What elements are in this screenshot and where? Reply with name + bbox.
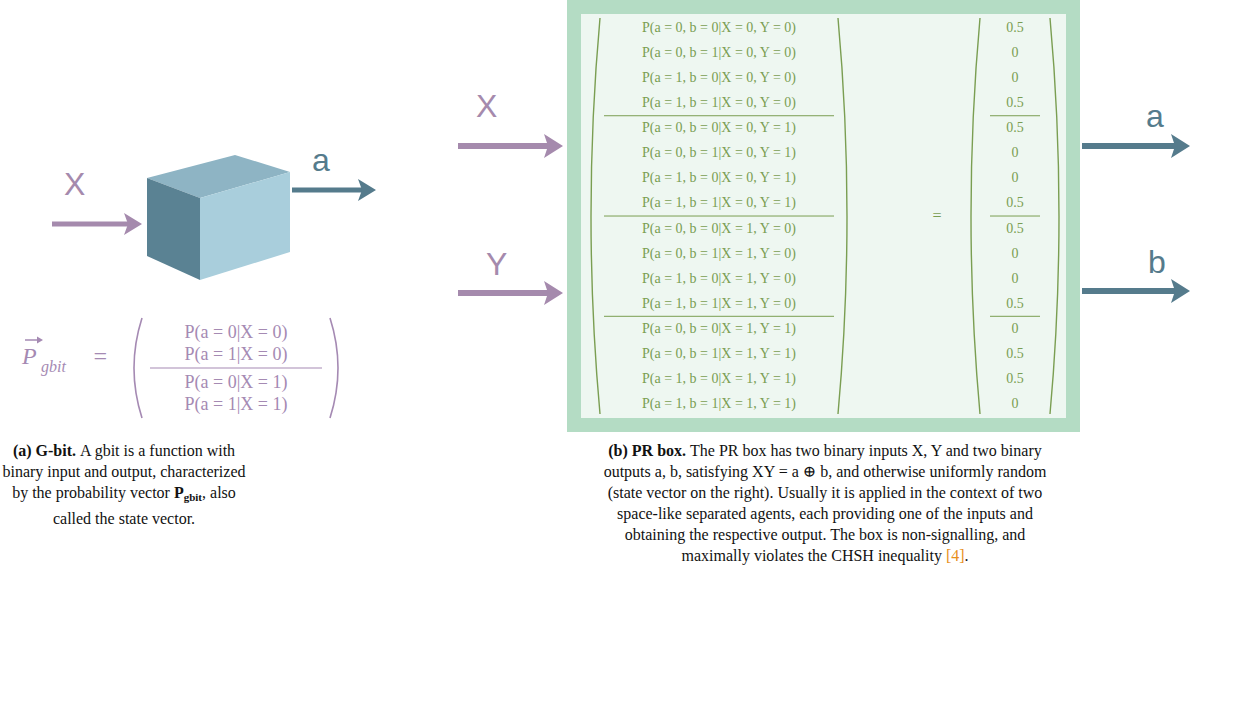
pr-box: P(a = 0, b = 0|X = 0, Y = 0) P(a = 0, b =… (567, 0, 1080, 432)
bracket (1050, 18, 1059, 414)
probability-value: 0.5 (985, 119, 1045, 137)
vector-subscript: gbit (41, 358, 66, 376)
equals-sign: = (92, 342, 108, 370)
matrix-cell: P(a = 1, b = 1|X = 1, Y = 1) (603, 395, 835, 413)
separator (604, 115, 834, 116)
separator (990, 316, 1040, 317)
separator (150, 367, 322, 368)
output-arrow (1082, 143, 1175, 149)
bracket (330, 318, 338, 418)
input-arrow (458, 290, 548, 296)
caption-text: . (965, 547, 969, 564)
bracket (591, 18, 600, 414)
separator (990, 216, 1040, 217)
probability-value: 0.5 (985, 19, 1045, 37)
caption-block: (a) G-bit.A gbit is a function with bina… (2, 440, 246, 529)
input-label: X (64, 166, 85, 202)
arrow-head (358, 179, 376, 201)
matrix-cell: P(a = 0, b = 0|X = 0, Y = 1) (603, 119, 835, 137)
matrix-cell: P(a = 0, b = 1|X = 0, Y = 1) (603, 144, 835, 162)
probability-value: 0.5 (985, 295, 1045, 313)
matrix-cell: P(a = 1, b = 0|X = 1, Y = 0) (603, 270, 835, 288)
probability-value: 0.5 (985, 220, 1045, 238)
matrix-cell: P(a = 1, b = 1|X = 1, Y = 0) (603, 295, 835, 313)
matrix-cell: P(a = 0, b = 0|X = 1, Y = 1) (603, 320, 835, 338)
vector-entry: P(a = 1|X = 0) (143, 344, 329, 364)
vector-symbol: P (22, 342, 37, 370)
caption-heading: (b) PR box. (608, 442, 686, 459)
matrix-cell: P(a = 1, b = 1|X = 0, Y = 0) (603, 94, 835, 112)
arrow-head (1171, 279, 1190, 303)
matrix-cell: P(a = 0, b = 1|X = 1, Y = 0) (603, 245, 835, 263)
bracket (971, 18, 980, 414)
probability-value: 0 (985, 44, 1045, 62)
vector-entry: P(a = 1|X = 1) (143, 394, 329, 414)
output-arrow (292, 188, 362, 193)
vector-arrow-head (37, 337, 43, 344)
separator (990, 115, 1040, 116)
arrow-head (124, 213, 142, 235)
bracket (838, 18, 847, 414)
arrow-head (1171, 134, 1190, 158)
vector-entry: P(a = 0|X = 0) (143, 322, 329, 342)
input-arrow (52, 222, 128, 227)
output-label: a (312, 142, 330, 178)
probability-value: 0 (985, 69, 1045, 87)
caption-block: (b) PR box.The PR box has two binary inp… (590, 440, 1060, 566)
matrix-cell: P(a = 0, b = 1|X = 0, Y = 0) (603, 44, 835, 62)
matrix-cell: P(a = 0, b = 0|X = 0, Y = 0) (603, 19, 835, 37)
output-arrow (1082, 288, 1175, 294)
input-arrow (458, 143, 548, 149)
probability-value: 0 (985, 270, 1045, 288)
separator (604, 316, 834, 317)
input-label: Y (486, 246, 507, 282)
caption-symbol: P (174, 484, 184, 501)
probability-value: 0 (985, 245, 1045, 263)
arrow-head (544, 281, 563, 305)
caption-heading: (a) G-bit. (13, 442, 76, 459)
citation-ref: [4] (946, 547, 965, 564)
output-label: a (1146, 98, 1164, 134)
probability-value: 0 (985, 169, 1045, 187)
equals-sign: = (925, 206, 949, 226)
matrix-cell: P(a = 0, b = 0|X = 1, Y = 0) (603, 220, 835, 238)
probability-value: 0.5 (985, 194, 1045, 212)
matrix-bracket-group (591, 18, 1059, 414)
caption-subscript: gbit (184, 491, 202, 503)
arrow-head (544, 134, 563, 158)
probability-value: 0 (985, 320, 1045, 338)
output-label: b (1148, 244, 1166, 280)
separator (604, 216, 834, 217)
input-label: X (476, 88, 497, 124)
probability-value: 0.5 (985, 94, 1045, 112)
matrix-cell: P(a = 0, b = 1|X = 1, Y = 1) (603, 345, 835, 363)
cube-side (147, 178, 200, 280)
matrix-cell: P(a = 1, b = 0|X = 1, Y = 1) (603, 370, 835, 388)
probability-value: 0 (985, 395, 1045, 413)
probability-value: 0.5 (985, 370, 1045, 388)
probability-value: 0.5 (985, 345, 1045, 363)
matrix-cell: P(a = 1, b = 0|X = 0, Y = 0) (603, 69, 835, 87)
matrix-cell: P(a = 1, b = 1|X = 0, Y = 1) (603, 194, 835, 212)
bracket (134, 318, 142, 418)
probability-value: 0 (985, 144, 1045, 162)
caption-text: The PR box has two binary inputs X, Y an… (604, 442, 1047, 564)
matrix-cell: P(a = 1, b = 0|X = 0, Y = 1) (603, 169, 835, 187)
cube-front (200, 172, 290, 280)
vector-entry: P(a = 0|X = 1) (143, 372, 329, 392)
